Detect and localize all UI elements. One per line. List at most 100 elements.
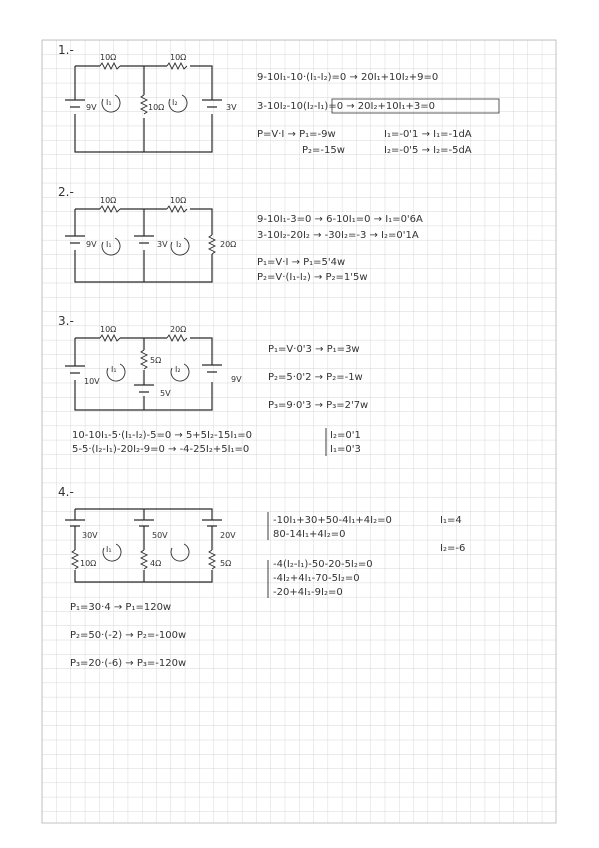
problem-2-number: 2.-	[58, 185, 74, 199]
resistor-symbol	[70, 549, 80, 570]
current-result: I₂=0'1	[330, 430, 361, 441]
current-result: I₂=-6	[440, 543, 465, 554]
problem-4-number: 4.-	[58, 485, 74, 499]
problem-3: 3.- 10Ω 20Ω 5Ω 10V 9V 5V I₁ I₂ P₁=V·0'3 …	[58, 314, 368, 456]
power-result: P₂=V·(I₁-I₂) → P₂=1'5w	[257, 272, 368, 283]
mesh-arrow-icon	[101, 94, 121, 113]
problem-2: 2.- 10Ω 10Ω 20Ω 9V 3V I₁ I₂ 9-10I₁-3=0 →…	[58, 185, 423, 283]
mesh-arrow-icon	[106, 363, 126, 382]
voltage-label: 3V	[157, 240, 168, 249]
resistor-symbol	[139, 549, 149, 570]
battery-symbol	[65, 365, 85, 374]
current-label: I₁	[111, 365, 117, 374]
equation: -4I₂+4I₁-70-5I₂=0	[273, 573, 360, 584]
resistor-symbol	[139, 349, 149, 370]
power-result: P₁=V·0'3 → P₁=3w	[268, 344, 360, 355]
current-result: I₁=0'3	[330, 444, 361, 455]
mesh-arrow-icon	[168, 94, 188, 113]
problem-1-number: 1.-	[58, 43, 74, 57]
battery-symbol	[134, 384, 154, 393]
resistor-label: 10Ω	[170, 196, 186, 205]
battery-symbol	[134, 235, 154, 244]
mesh-arrow-icon	[170, 543, 190, 562]
resistor-label: 10Ω	[148, 103, 164, 112]
voltage-label: 50V	[152, 531, 168, 540]
voltage-label: 9V	[86, 103, 97, 112]
resistor-symbol	[207, 234, 217, 255]
equation: 3-10I₂-20I₂ → -30I₂=-3 → I₂=0'1A	[257, 230, 419, 241]
resistor-label: 4Ω	[150, 559, 161, 568]
resistor-label: 10Ω	[100, 325, 116, 334]
battery-symbol	[65, 519, 85, 527]
power-result: P₂=50·(-2) → P₂=-100w	[70, 630, 186, 641]
resistor-label: 10Ω	[170, 53, 186, 62]
battery-symbol	[65, 235, 85, 244]
circuit-3: 10Ω 20Ω 5Ω 10V 9V 5V I₁ I₂	[65, 325, 242, 411]
current-result: I₁=-0'1 → I₁=-1dA	[384, 129, 472, 140]
battery-symbol	[202, 364, 222, 373]
power-result: P₂=-15w	[302, 145, 345, 156]
voltage-label: 5V	[160, 389, 171, 398]
resistor-symbol	[99, 333, 121, 343]
current-label: I₂	[175, 365, 181, 374]
resistor-label: 20Ω	[170, 325, 186, 334]
equation: 80-14I₁+4I₂=0	[273, 529, 345, 540]
voltage-label: 9V	[86, 240, 97, 249]
resistor-label: 5Ω	[220, 559, 231, 568]
battery-symbol	[202, 519, 222, 527]
voltage-label: 9V	[231, 375, 242, 384]
mesh-arrow-icon	[170, 363, 190, 382]
voltage-label: 10V	[84, 377, 100, 386]
mesh-arrow-icon	[101, 237, 121, 256]
circuit-4: 30V 50V 20V 10Ω 4Ω 5Ω I₁	[65, 508, 236, 583]
equation: 9-10I₁-10·(I₁-I₂)=0 → 20I₁+10I₂+9=0	[257, 72, 438, 83]
power-result: P₂=5·0'2 → P₂=-1w	[268, 372, 363, 383]
equation: -20+4I₁-9I₂=0	[273, 587, 343, 598]
voltage-label: 3V	[226, 103, 237, 112]
problem-3-number: 3.-	[58, 314, 74, 328]
resistor-symbol	[99, 61, 121, 71]
resistor-label: 20Ω	[220, 240, 236, 249]
power-result: P=V·I → P₁=-9w	[257, 129, 336, 140]
power-result: P₁=V·I → P₁=5'4w	[257, 257, 345, 268]
grid-paper	[42, 40, 556, 823]
current-label: I₁	[106, 240, 112, 249]
resistor-symbol	[166, 61, 188, 71]
equation: 3-10I₂-10(I₂-I₁)=0 → 20I₂+10I₁+3=0	[257, 101, 435, 112]
equation: 9-10I₁-3=0 → 6-10I₁=0 → I₁=0'6A	[257, 214, 423, 225]
equation: -4(I₂-I₁)-50-20-5I₂=0	[273, 559, 373, 570]
resistor-label: 10Ω	[100, 53, 116, 62]
power-result: P₃=9·0'3 → P₃=2'7w	[268, 400, 368, 411]
equation: 10-10I₁-5·(I₁-I₂)-5=0 → 5+5I₂-15I₁=0	[72, 430, 252, 441]
resistor-label: 5Ω	[150, 356, 161, 365]
equation: -10I₁+30+50-4I₁+4I₂=0	[273, 515, 392, 526]
resistor-label: 10Ω	[80, 559, 96, 568]
battery-symbol	[134, 519, 154, 527]
current-label: I₂	[176, 240, 182, 249]
equation: 5-5·(I₂-I₁)-20I₂-9=0 → -4-25I₂+5I₁=0	[72, 444, 249, 455]
problem-4: 4.- 30V 50V 20V 10Ω 4Ω 5Ω I₁ -10I₁+30+50…	[58, 485, 465, 669]
battery-symbol	[202, 99, 222, 108]
resistor-label: 10Ω	[100, 196, 116, 205]
voltage-label: 30V	[82, 531, 98, 540]
power-result: P₁=30·4 → P₁=120w	[70, 602, 171, 613]
battery-symbol	[65, 99, 85, 108]
resistor-symbol	[166, 204, 188, 214]
current-label: I₁	[106, 545, 112, 554]
power-result: P₃=20·(-6) → P₃=-120w	[70, 658, 186, 669]
current-label: I₂	[172, 98, 178, 107]
resistor-symbol	[166, 333, 188, 343]
current-label: I₁	[106, 98, 112, 107]
current-result: I₂=-0'5 → I₂=-5dA	[384, 145, 472, 156]
resistor-symbol	[207, 549, 217, 570]
current-result: I₁=4	[440, 515, 462, 526]
resistor-symbol	[99, 204, 121, 214]
resistor-symbol	[139, 94, 149, 115]
voltage-label: 20V	[220, 531, 236, 540]
mesh-arrow-icon	[170, 237, 190, 256]
circuit-2: 10Ω 10Ω 20Ω 9V 3V I₁ I₂	[65, 196, 236, 283]
mesh-arrow-icon	[102, 543, 122, 562]
problem-1: 1.- 10Ω 10Ω 10Ω 9V 3V I₁ I₂ 9-10I₁-10·(I…	[58, 43, 500, 156]
circuit-1: 10Ω 10Ω 10Ω 9V 3V I₁ I₂	[65, 53, 237, 153]
